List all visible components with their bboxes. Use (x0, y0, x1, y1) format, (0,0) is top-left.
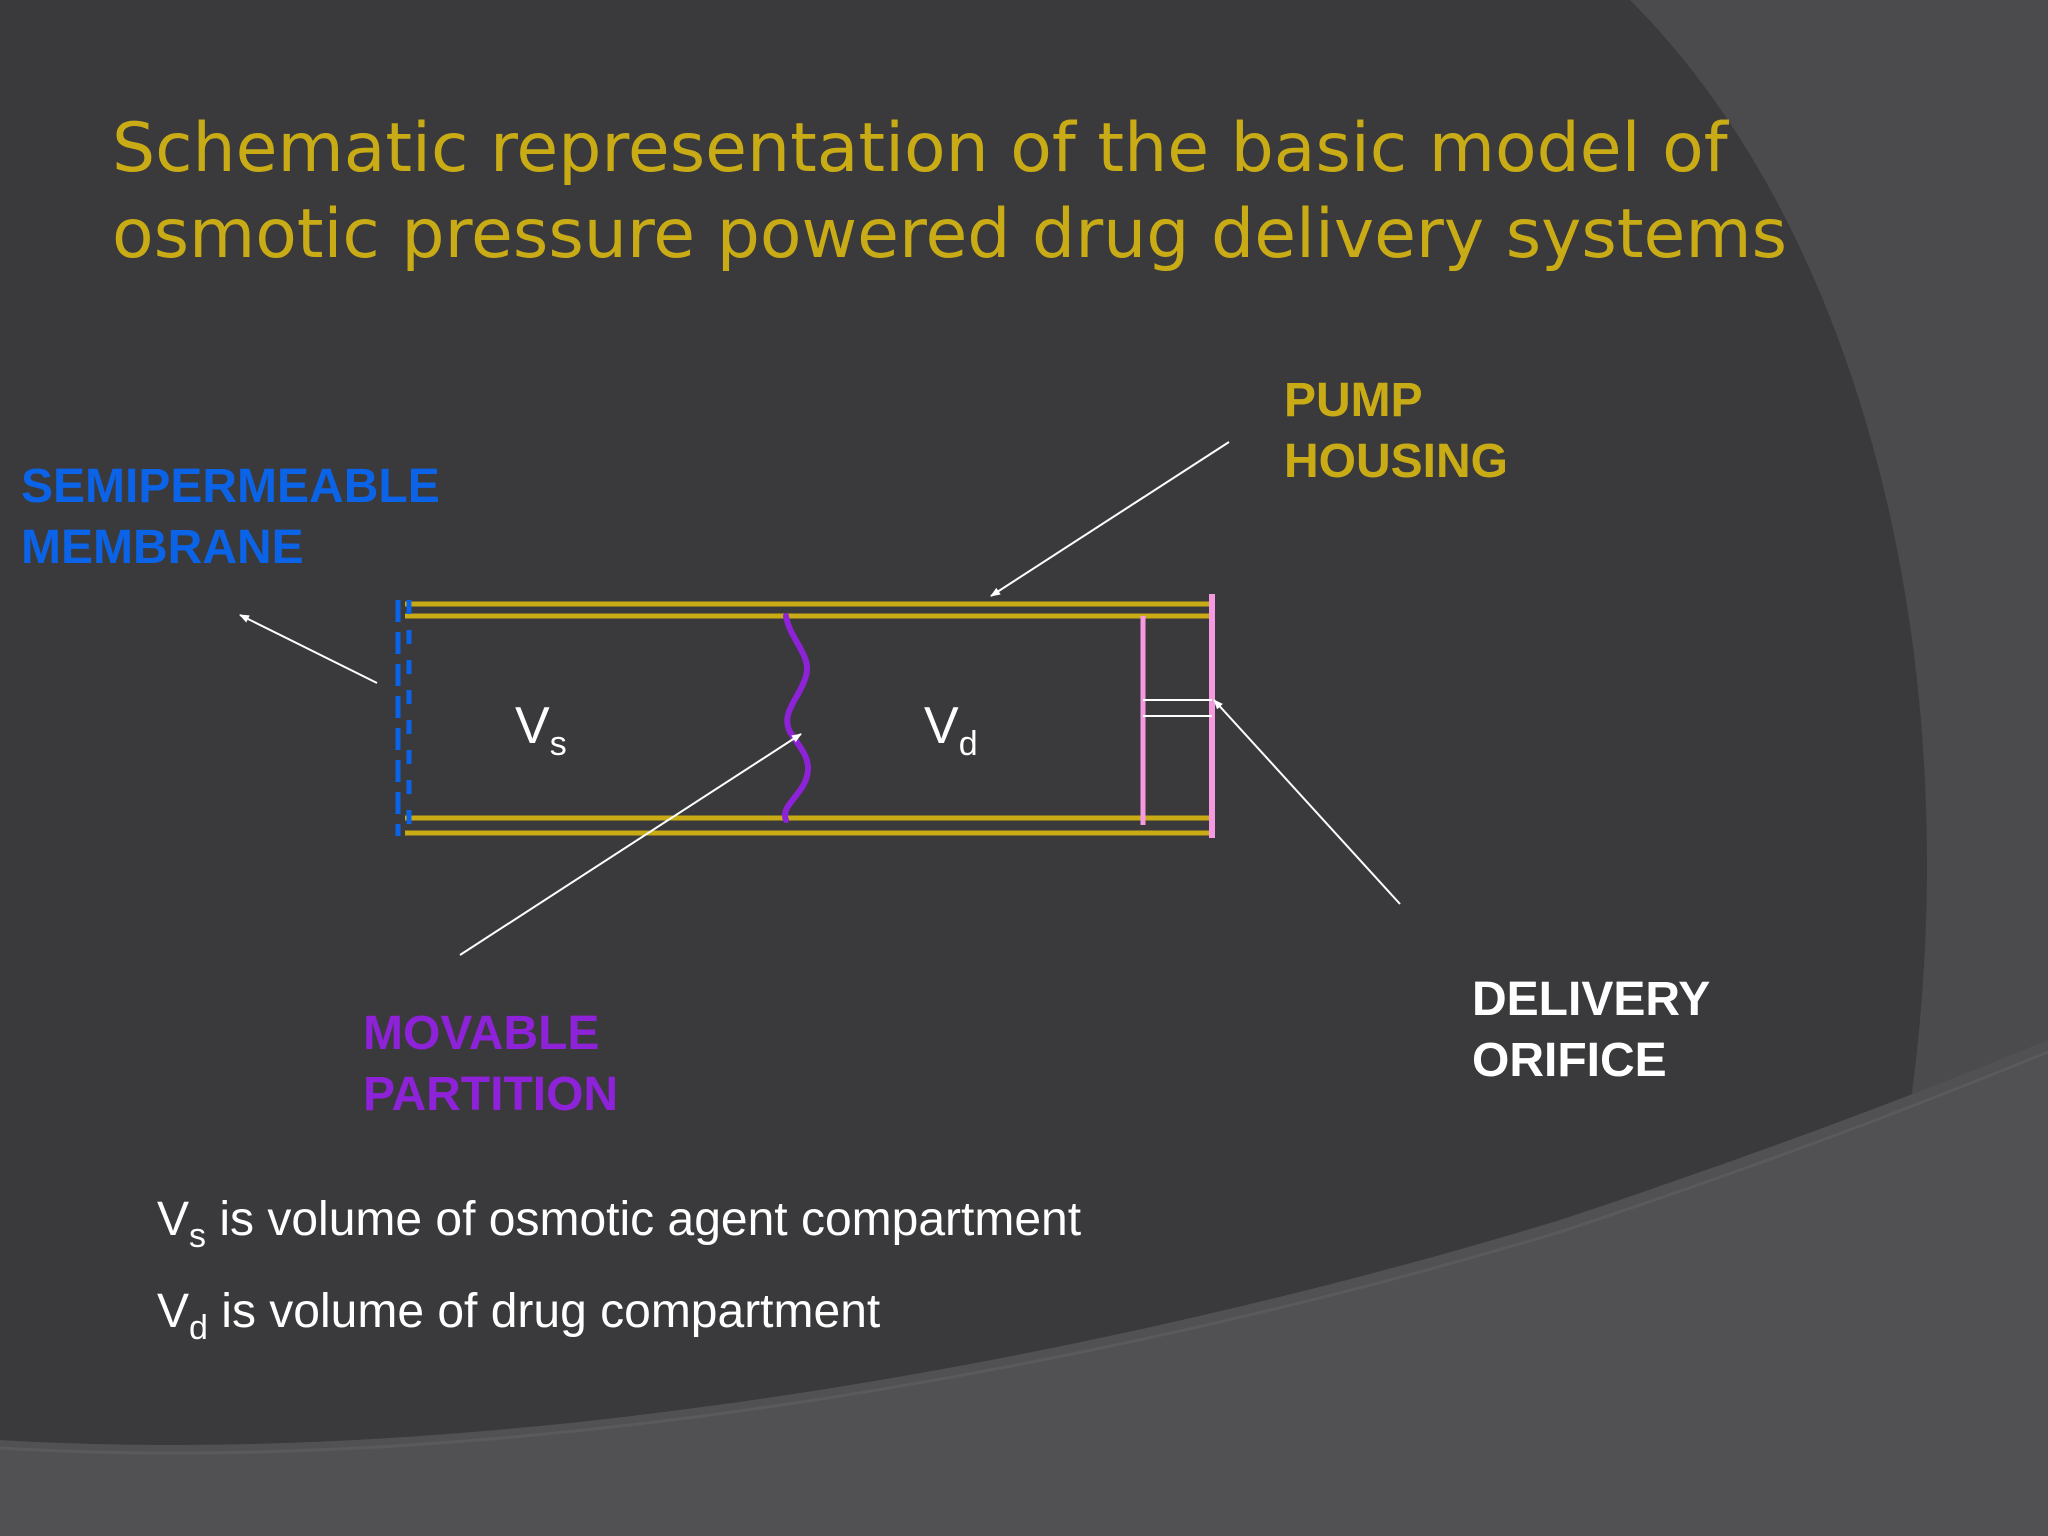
bg-bottom-swoosh-inner (0, 1050, 2048, 1455)
delivery-end (1140, 594, 1215, 838)
arrow-pump-housing (990, 441, 1230, 597)
legend-vs-subscript: s (189, 1217, 207, 1255)
vd-subscript: d (958, 725, 978, 763)
semipermeable-membrane (395, 600, 412, 836)
label-pump-line-2: HOUSING (1284, 435, 1509, 488)
legend-vd: Vd is volume of drug compartment (157, 1284, 880, 1348)
label-orifice-line-2: ORIFICE (1472, 1034, 1667, 1087)
arrow-orifice (1213, 699, 1401, 905)
vs-symbol: V (515, 697, 550, 755)
label-orifice-line-1: DELIVERY (1472, 973, 1711, 1026)
vs-subscript: s (549, 725, 567, 763)
legend-vd-symbol: V (157, 1285, 190, 1338)
legend-vd-text: is volume of drug compartment (207, 1285, 881, 1338)
pump-housing (405, 601, 1212, 836)
legend-vs-symbol: V (157, 1193, 190, 1246)
arrow-membrane (239, 614, 378, 684)
label-semipermeable-membrane: SEMIPERMEABLE MEMBRANE (21, 456, 440, 578)
movable-partition (782, 613, 812, 823)
slide-title: Schematic representation of the basic mo… (112, 106, 1812, 278)
vd-symbol: V (924, 697, 959, 755)
vd-compartment-label: Vd (924, 696, 978, 764)
title-line-2: osmotic pressure powered drug delivery s… (112, 195, 1787, 274)
label-delivery-orifice: DELIVERY ORIFICE (1472, 969, 1710, 1091)
label-pump-housing: PUMP HOUSING (1284, 370, 1508, 492)
label-movable-partition: MOVABLE PARTITION (363, 1003, 618, 1125)
legend-vs: Vs is volume of osmotic agent compartmen… (157, 1192, 1081, 1256)
label-membrane-line-2: MEMBRANE (21, 521, 304, 574)
legend-vd-subscript: d (189, 1309, 208, 1347)
label-membrane-line-1: SEMIPERMEABLE (21, 460, 440, 513)
pointer-arrows (239, 441, 1401, 956)
arrow-partition (459, 733, 802, 956)
label-pump-line-1: PUMP (1284, 374, 1423, 427)
label-partition-line-1: MOVABLE (363, 1007, 600, 1060)
bg-bottom-swoosh (0, 1040, 2048, 1536)
title-line-1: Schematic representation of the basic mo… (112, 109, 1728, 188)
legend-vs-text: is volume of osmotic agent compartment (206, 1193, 1082, 1246)
vs-compartment-label: Vs (515, 696, 567, 764)
label-partition-line-2: PARTITION (363, 1068, 619, 1121)
